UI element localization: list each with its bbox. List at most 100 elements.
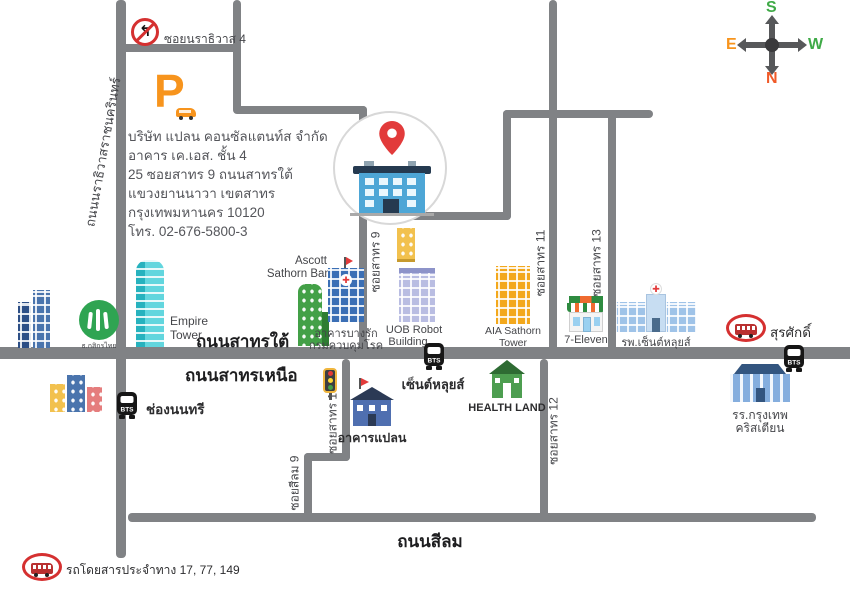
ascott-wing <box>322 312 329 346</box>
bangrak-building-icon: ✚ <box>328 257 364 322</box>
door <box>756 388 765 402</box>
label-soi-sathorn-12: ซอยสาทร 12 <box>546 397 561 465</box>
hospital-building-icon: ✚ <box>616 283 696 332</box>
compass-arrow-right <box>798 38 807 52</box>
road-connector-a <box>233 106 367 114</box>
store-door <box>583 317 591 332</box>
tower-block <box>18 302 31 348</box>
label-sathorn-north-road: ถนนสาทรเหนือ <box>185 366 298 385</box>
label-chong-nonsi-station: ช่องนนทรี <box>146 402 205 417</box>
label-bangrak-1: อาคารบางรัก <box>314 328 378 340</box>
road-connector-b <box>359 212 511 220</box>
medical-cross-icon: ✚ <box>340 274 352 286</box>
red-light <box>327 371 333 376</box>
city-building <box>67 375 85 412</box>
door <box>503 383 511 398</box>
small-building-icon <box>397 228 415 262</box>
location-pin-icon <box>379 121 405 155</box>
bts-text: BTS <box>788 360 802 367</box>
bts-text: BTS <box>428 358 442 365</box>
yellow-light <box>327 378 333 383</box>
company-address-line: 25 ซอยสาทร 9 ถนนสาทรใต้ <box>128 167 293 182</box>
flag-icon <box>361 378 369 386</box>
door <box>368 414 376 426</box>
compass-center-dot <box>765 38 779 52</box>
window <box>369 405 375 411</box>
tower-block <box>33 290 50 348</box>
hospital-door <box>652 318 660 332</box>
office-towers-icon <box>18 290 52 348</box>
traffic-light-icon <box>322 368 339 400</box>
company-info-block: บริษัท แปลน คอนซัลแตนท์ส จำกัด อาคาร เค.… <box>128 127 328 241</box>
label-empire-tower-1: Empire <box>170 314 209 328</box>
bank-logo-bar <box>87 311 93 330</box>
label-st-louis-station: เซ็นต์หลุยส์ <box>401 377 465 392</box>
aia-building-icon <box>496 266 530 324</box>
label-bus-routes: รถโดยสารประจำทาง 17, 77, 149 <box>66 563 240 577</box>
city-building <box>87 387 102 412</box>
label-st-louis-hospital: รพ.เซ็นต์หลุยส์ <box>621 337 691 349</box>
hospital-wing <box>666 302 696 332</box>
bank-logo-bar <box>96 309 100 331</box>
hospital-wing <box>616 302 646 332</box>
road-soi-sathorn-12 <box>540 359 548 517</box>
green-light <box>327 385 333 390</box>
label-aia-2: Tower <box>498 337 528 349</box>
bus-icon <box>31 563 53 577</box>
traffic-light-pole <box>329 393 332 400</box>
flag-icon <box>346 257 353 265</box>
label-aia-1: AIA Sathorn <box>484 325 542 337</box>
label-bank: ธ.กสิกรไทย <box>81 343 117 350</box>
medical-cross-icon: ✚ <box>650 283 662 295</box>
label-health-land: HEALTH LAND <box>468 402 546 414</box>
label-soi-sathorn-9: ซอยสาทร 9 <box>368 231 383 293</box>
no-left-turn-icon: ↰ <box>131 18 159 46</box>
compass-arrow-up <box>765 15 779 24</box>
city-buildings-icon <box>50 370 106 412</box>
compass-east-label: E <box>726 36 737 53</box>
label-soi-sathorn-13: ซอยสาทร 13 <box>589 229 604 297</box>
bank-logo-bar <box>103 311 109 330</box>
company-address-line: อาคาร เค.เอส. ชั้น 4 <box>128 148 247 163</box>
company-address-line: แขวงยานนาวา เขตสาทร <box>128 186 276 201</box>
label-seven-eleven: 7-Eleven <box>564 334 608 346</box>
bus-stop-icon <box>726 314 766 342</box>
window <box>495 378 500 383</box>
label-uob-1: UOB Robot <box>385 324 443 336</box>
destination-circle <box>333 111 447 225</box>
house-roof <box>489 360 525 374</box>
road-soi-silom-9 <box>304 453 312 521</box>
road-soi-jog <box>304 453 350 461</box>
road-narathiwat <box>116 0 126 558</box>
plan-roof <box>350 387 394 400</box>
bangrak-body <box>328 268 364 322</box>
label-soi-silom-9: ซอยสีลม 9 <box>287 455 302 511</box>
compass-south-label: S <box>766 0 777 16</box>
store-window <box>573 317 580 326</box>
road-connector-c <box>503 110 653 118</box>
label-silom-road: ถนนสีลม <box>397 532 463 551</box>
bts-text: BTS <box>121 407 135 414</box>
road-soi-narathiwat-4 <box>120 44 241 52</box>
plan-body <box>353 400 391 426</box>
bts-station-icon: BTS <box>114 391 140 421</box>
seven-eleven-icon <box>567 296 605 332</box>
school-building-icon <box>730 364 790 402</box>
bus-route-icon <box>22 553 62 581</box>
uob-building-icon <box>399 268 435 322</box>
store-sign <box>569 296 603 303</box>
plan-building-icon <box>350 378 394 426</box>
label-empire-tower-2: Tower <box>170 328 203 342</box>
road-silom <box>128 513 816 522</box>
car-icon <box>176 108 196 120</box>
label-soi-narathiwat-4: ซอยนราธิวาส 4 <box>164 32 246 46</box>
store-awning <box>567 303 605 312</box>
label-uob-2: Building <box>388 336 428 348</box>
bts-station-icon: BTS <box>781 344 807 374</box>
road-top-vertical <box>233 0 241 113</box>
school-roof <box>734 364 786 374</box>
house-body <box>492 374 522 398</box>
flagpole <box>344 257 346 268</box>
label-plan-building: อาคารแปลน <box>337 431 407 445</box>
